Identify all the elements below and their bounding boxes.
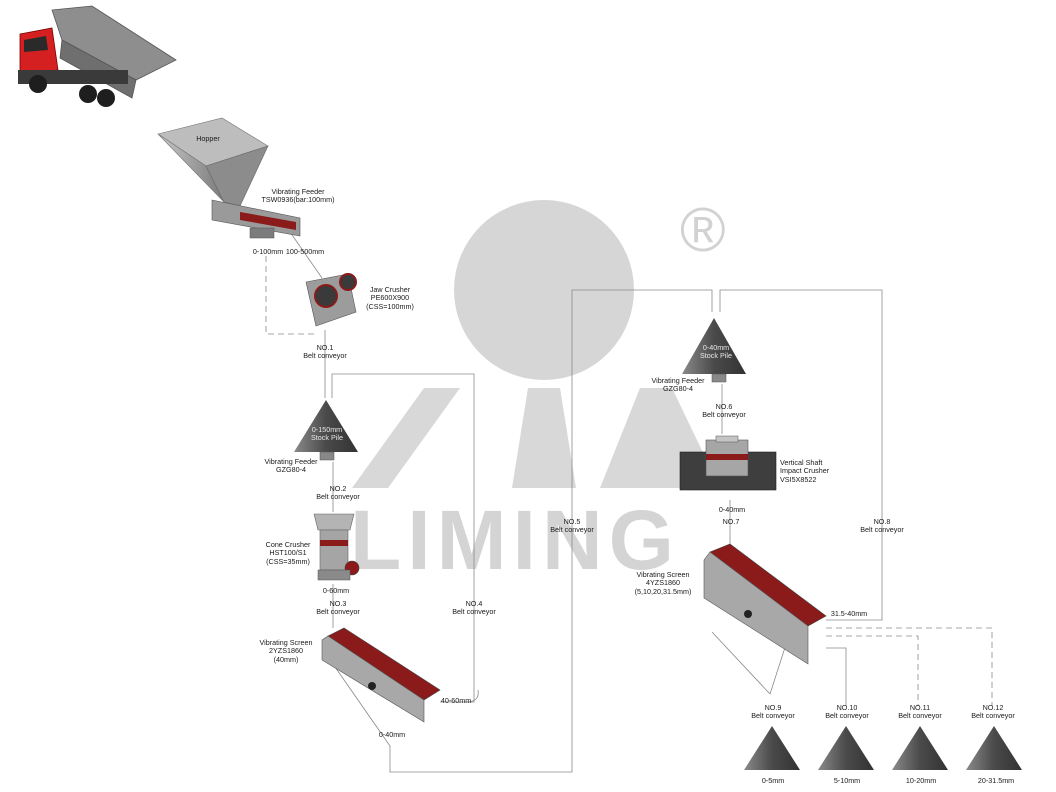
size-100-500: 100-500mm xyxy=(285,247,325,256)
flow-bypass-0-100 xyxy=(265,256,318,335)
vibrating-feeder-2 xyxy=(319,451,335,461)
product-pile-5-10 xyxy=(818,726,874,770)
flow-no5 xyxy=(325,289,713,773)
size-0-100: 0-100mm xyxy=(252,247,284,256)
size-40-60: 40-60mm xyxy=(440,696,472,705)
product-pile-20-31 xyxy=(966,726,1022,770)
size-0-60: 0-60mm xyxy=(322,586,350,595)
dump-truck xyxy=(18,5,177,107)
product-label-5-10: 5-10mm xyxy=(833,776,861,785)
conveyor-no7-label: NO.7 xyxy=(722,517,740,526)
vibrating-screen-2 xyxy=(703,543,827,665)
truck-wheel xyxy=(97,89,115,107)
watermark-brand: LIMING xyxy=(350,493,680,587)
vsi-crusher xyxy=(679,435,777,491)
product-pile-10-20 xyxy=(892,726,948,770)
stock-pile-2 xyxy=(682,318,746,374)
flow-out-5-10 xyxy=(826,647,847,706)
flow-out-20-31 xyxy=(826,627,993,706)
watermark-center-wing xyxy=(512,388,576,488)
vibrating-feeder-1 xyxy=(211,199,301,239)
flow-feeder-to-jaw xyxy=(289,231,323,279)
stock-pile-1 xyxy=(294,400,358,452)
jaw-crusher xyxy=(305,273,357,327)
product-label-20-31: 20-31.5mm xyxy=(977,776,1015,785)
hopper xyxy=(157,117,269,207)
size-0-40-vsi: 0-40mm xyxy=(718,505,746,514)
product-label-0-5: 0-5mm xyxy=(761,776,785,785)
flow-out-10-20 xyxy=(826,635,919,706)
product-label-10-20: 10-20mm xyxy=(905,776,937,785)
truck-wheel xyxy=(29,75,47,93)
size-0-40-screen1: 0-40mm xyxy=(378,730,406,739)
flow-40-60 xyxy=(440,689,479,703)
vibrating-feeder-3 xyxy=(711,373,727,383)
flow-no4-return xyxy=(331,373,475,703)
truck-wheel xyxy=(79,85,97,103)
product-pile-0-5 xyxy=(744,726,800,770)
cone-crusher xyxy=(313,513,360,581)
hopper-label: Hopper xyxy=(196,134,220,143)
flow-no8-return xyxy=(719,289,883,621)
size-31-40: 31.5-40mm xyxy=(830,609,868,618)
watermark-circle xyxy=(454,200,634,380)
watermark-registered-mark: ® xyxy=(680,196,726,265)
vibrating-screen-1 xyxy=(321,627,441,723)
flow-out-0-5 xyxy=(711,631,771,695)
watermark-left-wing xyxy=(352,388,460,488)
